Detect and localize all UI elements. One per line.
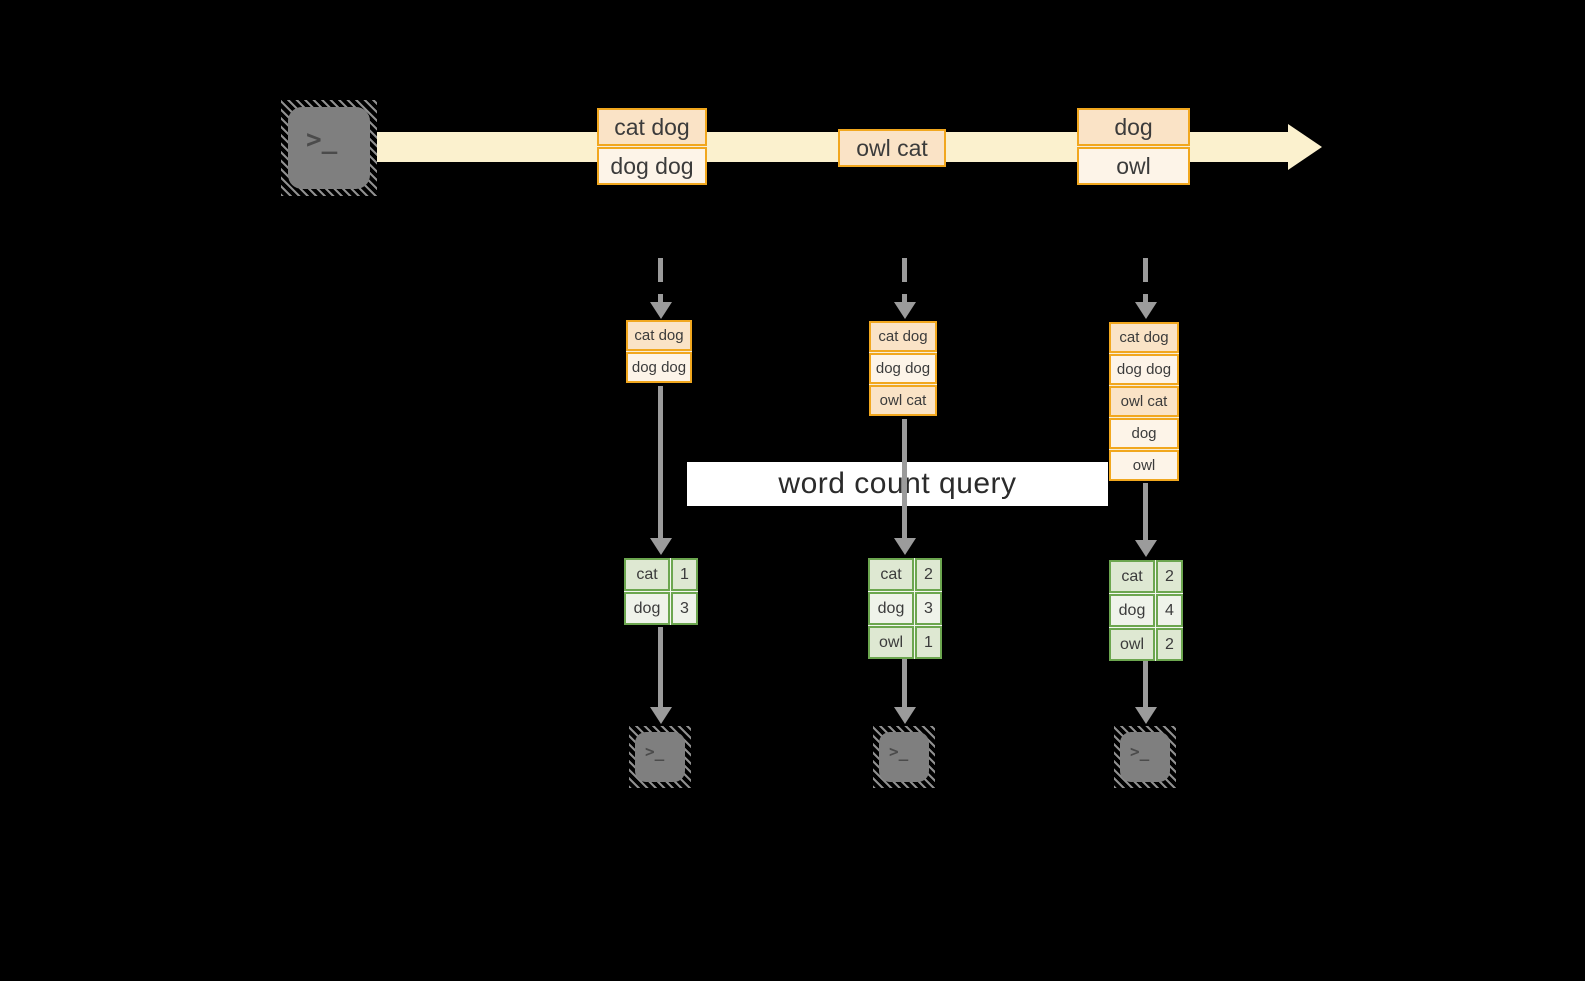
terminal-screen: >_ xyxy=(1120,732,1170,782)
query-label: word count query xyxy=(778,467,1017,500)
dashed-arrow-line xyxy=(1143,258,1148,302)
word-cell: owl xyxy=(1109,628,1155,661)
sink-terminal-icon: >_ xyxy=(1114,726,1176,788)
terminal-prompt-glyph: >_ xyxy=(306,125,338,155)
state-box-2: cat dog dog dog owl cat xyxy=(869,321,937,416)
down-arrow-head-icon xyxy=(894,538,916,555)
terminal-prompt-glyph: >_ xyxy=(645,742,665,761)
state-row: dog dog xyxy=(869,353,937,384)
count-cell: 2 xyxy=(1156,628,1183,661)
word-count-table-1: cat 1 dog 3 xyxy=(624,558,698,625)
stream-batch-1: cat dog dog dog xyxy=(597,108,707,185)
count-cell: 3 xyxy=(671,592,698,625)
count-cell: 1 xyxy=(671,558,698,591)
stream-arrowhead-icon xyxy=(1288,124,1322,170)
state-row: dog dog xyxy=(1109,354,1179,385)
dashed-arrow-head-icon xyxy=(1135,302,1157,319)
down-arrow-head-icon xyxy=(1135,707,1157,724)
terminal-screen: >_ xyxy=(288,107,370,189)
state-box-1: cat dog dog dog xyxy=(626,320,692,383)
down-arrow-head-icon xyxy=(650,707,672,724)
terminal-screen: >_ xyxy=(879,732,929,782)
batch-record: dog dog xyxy=(597,147,707,185)
dashed-arrow-line xyxy=(902,258,907,302)
count-cell: 4 xyxy=(1156,594,1183,627)
state-row: owl xyxy=(1109,450,1179,481)
word-cell: cat xyxy=(1109,560,1155,593)
down-arrow-line xyxy=(902,659,907,707)
down-arrow-line xyxy=(1143,661,1148,707)
state-row: cat dog xyxy=(869,321,937,352)
down-arrow-line xyxy=(658,627,663,707)
word-cell: dog xyxy=(868,592,914,625)
stream-batch-3: dog owl xyxy=(1077,108,1190,185)
down-arrow-line xyxy=(1143,483,1148,540)
batch-record: owl xyxy=(1077,147,1190,185)
count-cell: 3 xyxy=(915,592,942,625)
terminal-prompt-glyph: >_ xyxy=(889,742,909,761)
batch-record: owl cat xyxy=(838,129,946,167)
count-cell: 1 xyxy=(915,626,942,659)
batch-record: dog xyxy=(1077,108,1190,146)
down-arrow-head-icon xyxy=(894,707,916,724)
sink-terminal-icon: >_ xyxy=(873,726,935,788)
source-terminal-icon: >_ xyxy=(281,100,377,196)
terminal-screen: >_ xyxy=(635,732,685,782)
down-arrow-line xyxy=(658,386,663,538)
count-cell: 2 xyxy=(1156,560,1183,593)
stream-batch-2: owl cat xyxy=(838,129,946,167)
state-row: owl cat xyxy=(869,385,937,416)
state-row: dog xyxy=(1109,418,1179,449)
state-row: owl cat xyxy=(1109,386,1179,417)
word-cell: dog xyxy=(624,592,670,625)
dashed-arrow-head-icon xyxy=(650,302,672,319)
word-cell: cat xyxy=(868,558,914,591)
down-arrow-head-icon xyxy=(650,538,672,555)
dashed-arrow-head-icon xyxy=(894,302,916,319)
count-cell: 2 xyxy=(915,558,942,591)
down-arrow-head-icon xyxy=(1135,540,1157,557)
word-count-table-3: cat 2 dog 4 owl 2 xyxy=(1109,560,1183,661)
state-row: cat dog xyxy=(626,320,692,351)
dashed-arrow-line xyxy=(658,258,663,302)
state-row: dog dog xyxy=(626,352,692,383)
terminal-prompt-glyph: >_ xyxy=(1130,742,1150,761)
state-row: cat dog xyxy=(1109,322,1179,353)
word-cell: owl xyxy=(868,626,914,659)
query-band: word count query xyxy=(687,462,1108,506)
sink-terminal-icon: >_ xyxy=(629,726,691,788)
word-cell: cat xyxy=(624,558,670,591)
down-arrow-line xyxy=(902,419,907,538)
word-count-table-2: cat 2 dog 3 owl 1 xyxy=(868,558,942,659)
state-box-3: cat dog dog dog owl cat dog owl xyxy=(1109,322,1179,481)
batch-record: cat dog xyxy=(597,108,707,146)
word-cell: dog xyxy=(1109,594,1155,627)
